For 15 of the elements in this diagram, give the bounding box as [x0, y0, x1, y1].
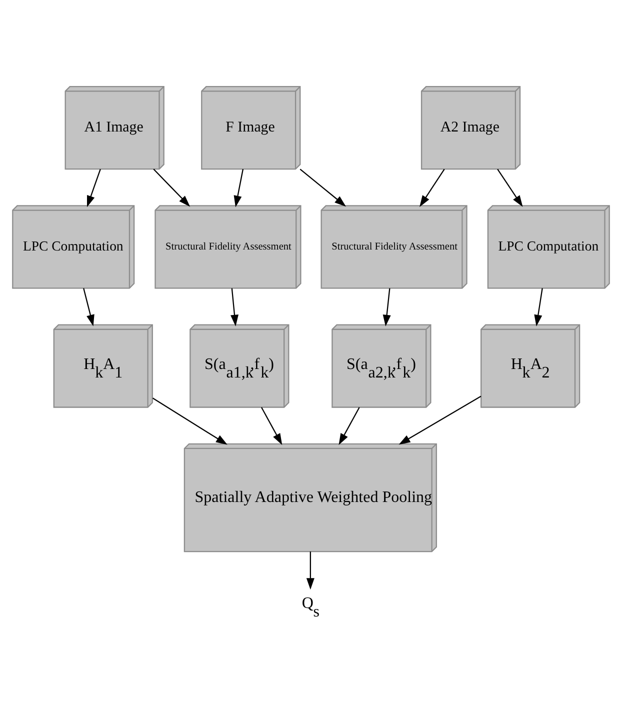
arrow	[152, 398, 228, 445]
arrow	[230, 288, 239, 326]
arrow	[87, 168, 101, 208]
arrow	[497, 168, 523, 207]
arrow	[338, 407, 360, 446]
arrow	[234, 169, 244, 208]
arrow	[261, 407, 282, 446]
arrow	[534, 288, 543, 326]
arrow	[83, 288, 94, 326]
arrow	[300, 168, 346, 207]
arrow	[420, 168, 445, 207]
arrow	[398, 396, 482, 445]
arrow	[306, 552, 314, 590]
arrow	[153, 168, 190, 207]
arrow	[382, 288, 391, 326]
